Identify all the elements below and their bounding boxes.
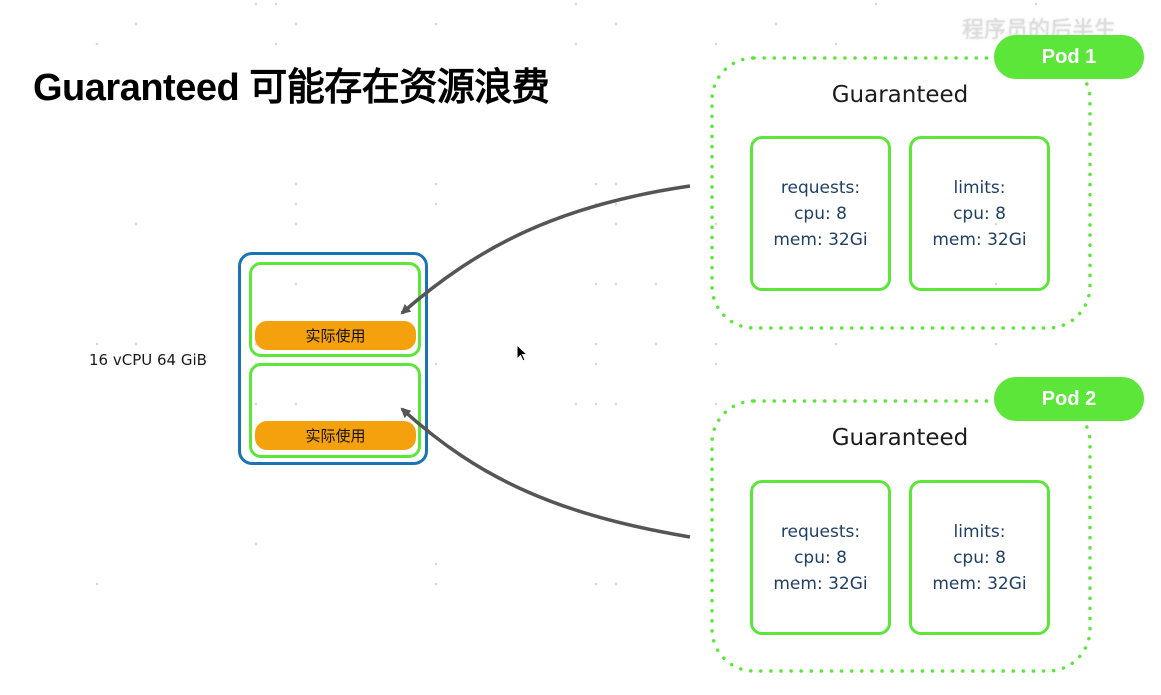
background-dot: [294, 202, 298, 206]
limits-title: limits:: [953, 177, 1006, 198]
background-dot: [714, 362, 718, 366]
background-dot: [614, 182, 618, 186]
pod2-limits-box: limits: cpu: 8 mem: 32Gi: [909, 480, 1050, 635]
requests-title: requests:: [780, 177, 861, 198]
background-dot: [434, 362, 438, 366]
background-dot: [714, 402, 718, 406]
background-dot: [95, 582, 99, 586]
pod1-requests-box: requests: cpu: 8 mem: 32Gi: [750, 136, 891, 291]
background-dot: [434, 202, 438, 206]
background-dot: [994, 342, 998, 346]
requests-mem: mem: 32Gi: [773, 573, 868, 594]
requests-cpu: cpu: 8: [794, 203, 847, 224]
pod2-requests-box: requests: cpu: 8 mem: 32Gi: [750, 480, 891, 635]
background-dot: [834, 342, 838, 346]
limits-title: limits:: [953, 521, 1006, 542]
background-dot: [294, 182, 298, 186]
background-dot: [714, 342, 718, 346]
node-box: [238, 252, 428, 465]
background-dot: [714, 222, 718, 226]
background-dot: [594, 402, 598, 406]
background-dot: [294, 282, 298, 286]
background-dot: [574, 42, 578, 46]
background-dot: [594, 582, 598, 586]
background-dot: [95, 342, 99, 346]
background-dot: [614, 582, 618, 586]
background-dot: [274, 2, 278, 6]
pod1-qos-class: Guaranteed: [831, 82, 969, 108]
background-dot: [874, 2, 878, 6]
actual-usage-bar: 实际使用: [255, 421, 416, 450]
pod1-badge: Pod 1: [994, 35, 1144, 79]
slide-title: Guaranteed 可能存在资源浪费: [33, 67, 550, 109]
background-dot: [614, 22, 618, 26]
limits-cpu: cpu: 8: [953, 547, 1006, 568]
background-dot: [594, 342, 598, 346]
background-dot: [134, 362, 138, 366]
background-dot: [274, 42, 278, 46]
background-dot: [434, 182, 438, 186]
pod2-qos-class: Guaranteed: [831, 425, 969, 451]
background-dot: [654, 282, 658, 286]
background-dot: [134, 22, 138, 26]
background-dot: [254, 542, 258, 546]
background-dot: [134, 342, 138, 346]
background-dot: [574, 402, 578, 406]
background-dot: [294, 22, 298, 26]
background-dot: [614, 222, 618, 226]
limits-cpu: cpu: 8: [953, 203, 1006, 224]
background-dot: [434, 562, 438, 566]
background-dot: [294, 222, 298, 226]
requests-title: requests:: [780, 521, 861, 542]
background-dot: [834, 42, 838, 46]
node-capacity-label: 16 vCPU 64 GiB: [89, 351, 207, 369]
background-dot: [614, 402, 618, 406]
background-dot: [254, 2, 258, 6]
background-dot: [614, 282, 618, 286]
requests-cpu: cpu: 8: [794, 547, 847, 568]
background-dot: [594, 182, 598, 186]
actual-usage-bar: 实际使用: [255, 321, 416, 350]
background-dot: [594, 362, 598, 366]
pod2-badge: Pod 2: [994, 377, 1144, 421]
background-dot: [574, 2, 578, 6]
background-dot: [434, 582, 438, 586]
background-dot: [434, 22, 438, 26]
background-dot: [594, 202, 598, 206]
pod1-limits-box: limits: cpu: 8 mem: 32Gi: [909, 136, 1050, 291]
limits-mem: mem: 32Gi: [932, 229, 1027, 250]
background-dot: [1034, 2, 1038, 6]
background-dot: [134, 222, 138, 226]
mouse-pointer-icon: [516, 344, 529, 362]
background-dot: [614, 202, 618, 206]
background-dot: [254, 402, 258, 406]
background-dot: [774, 22, 778, 26]
limits-mem: mem: 32Gi: [932, 573, 1027, 594]
requests-mem: mem: 32Gi: [773, 229, 868, 250]
background-dot: [294, 402, 298, 406]
background-dot: [95, 42, 99, 46]
background-dot: [654, 342, 658, 346]
background-dot: [594, 282, 598, 286]
background-dot: [714, 42, 718, 46]
